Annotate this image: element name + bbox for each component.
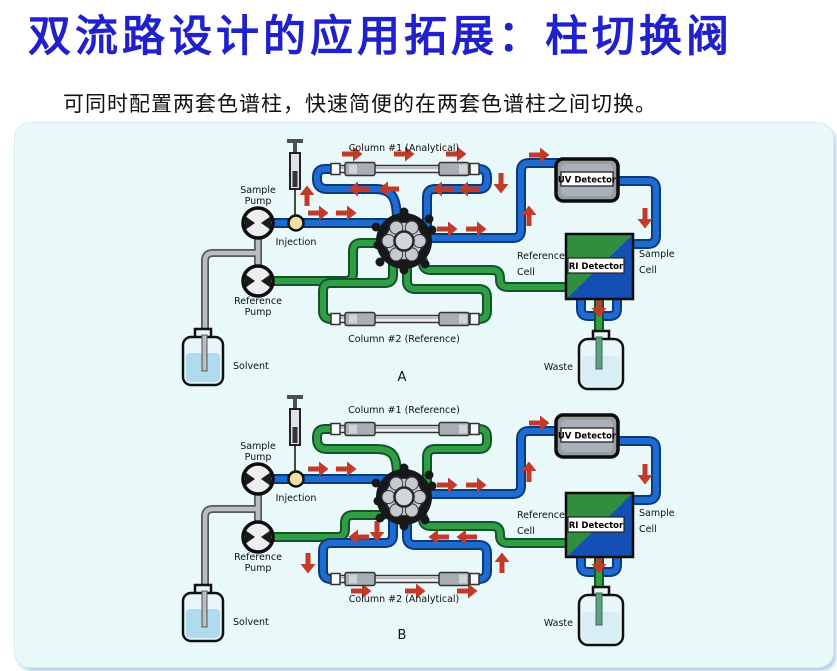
injection-syringe-b [287, 395, 303, 472]
uv-detector-a: UV Detector [554, 157, 620, 203]
sample-pump-label: Sample [240, 185, 276, 196]
column-1-label: Column #1 (Reference) [348, 405, 460, 416]
solvent-bottle-b [181, 583, 225, 643]
labels-b: Sample Pump Reference Pump Injection Sol… [233, 405, 675, 643]
figure-label-b: B [398, 628, 407, 643]
injection-label: Injection [276, 493, 317, 504]
sample-pump-label: Pump [245, 452, 272, 463]
reference-cell-label: Reference [517, 251, 565, 262]
column-2-label: Column #2 (Reference) [348, 334, 460, 345]
waste-label: Waste [544, 362, 573, 373]
column-2-a [330, 311, 480, 327]
flow-diagram-svg: UV Detector RI Detector [181, 139, 675, 647]
uv-detector-label-a: UV Detector [558, 176, 617, 186]
solvent-label: Solvent [233, 361, 269, 372]
uv-detector-b: UV Detector [554, 413, 620, 459]
injection-syringe-a [287, 139, 303, 216]
sample-pump-label: Sample [240, 441, 276, 452]
diagram-a: UV Detector RI Detector [181, 139, 675, 391]
figure-label-a: A [398, 370, 407, 385]
sample-cell-label: Sample [639, 508, 675, 519]
reference-pump-b [241, 520, 275, 554]
column-2-b [330, 571, 480, 587]
solvent-bottle-a [181, 327, 225, 387]
switching-valve-a [371, 207, 437, 275]
sample-flow-path-a [269, 158, 661, 321]
injection-port-a [287, 214, 305, 232]
injection-label: Injection [276, 237, 317, 248]
sample-cell-label: Sample [639, 249, 675, 260]
reference-cell-label: Cell [517, 267, 535, 278]
injection-port-b [287, 470, 305, 488]
sample-pump-b [241, 462, 275, 496]
reference-pump-label: Pump [245, 307, 272, 318]
ri-detector-label-a: RI Detector [569, 262, 624, 272]
sample-cell-label: Cell [639, 265, 657, 276]
column-1-a [330, 161, 480, 177]
waste-label: Waste [544, 618, 573, 629]
solvent-label: Solvent [233, 617, 269, 628]
switching-valve-b [371, 463, 437, 531]
reference-pump-label: Reference [234, 296, 282, 307]
ri-detector-label-b: RI Detector [569, 521, 624, 531]
column-2-label: Column #2 (Analytical) [349, 594, 460, 605]
column-1-b [330, 421, 480, 437]
uv-detector-label-b: UV Detector [558, 432, 617, 442]
sample-pump-a [241, 206, 275, 240]
reference-pump-a [241, 264, 275, 298]
reference-pump-label: Reference [234, 552, 282, 563]
reference-cell-label: Reference [517, 510, 565, 521]
sample-pump-label: Pump [245, 196, 272, 207]
waste-bottle-a [577, 329, 625, 391]
slide-subtitle: 可同时配置两套色谱柱，快速简便的在两套色谱柱之间切换。 [63, 92, 657, 116]
labels-a: Sample Pump Reference Pump Injection Sol… [233, 143, 675, 385]
reference-cell-label: Cell [517, 526, 535, 537]
diagram-panel: UV Detector RI Detector [14, 122, 834, 668]
reference-pump-label: Pump [245, 563, 272, 574]
ri-detector-a: RI Detector [564, 232, 635, 301]
diagram-b: UV Detector RI Detector [181, 395, 675, 647]
waste-bottle-b [577, 585, 625, 647]
sample-cell-label: Cell [639, 524, 657, 535]
slide-title: 双流路设计的应用拓展：柱切换阀 [28, 12, 733, 62]
ri-detector-b: RI Detector [564, 491, 635, 559]
column-1-label: Column #1 (Analytical) [349, 143, 460, 154]
